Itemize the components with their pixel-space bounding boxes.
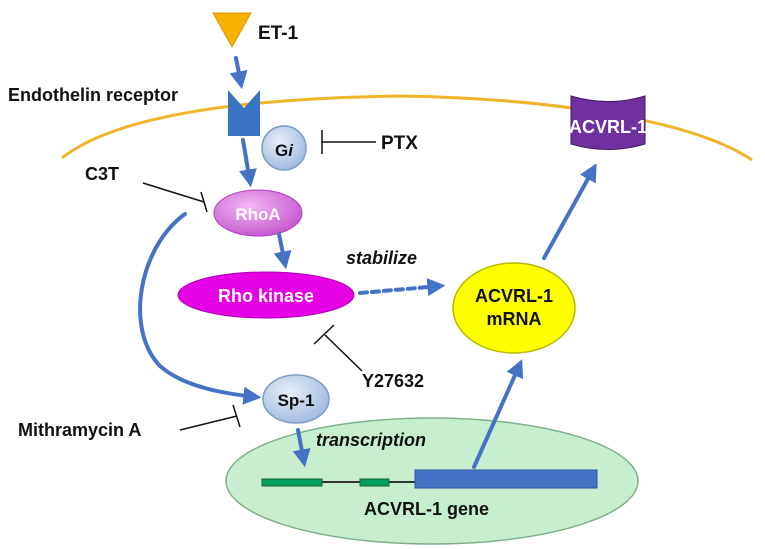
acvrl1-mrna-label-line1: ACVRL-1 xyxy=(475,286,553,306)
y27632-inhibition-line xyxy=(324,334,363,372)
acvrl1-mrna-node xyxy=(452,262,576,354)
arrow-receptor-to-rhoa xyxy=(239,138,257,188)
arrow-et1-to-receptor xyxy=(229,56,248,90)
arrow-mrna-to-protein xyxy=(542,163,597,260)
gi-label: Gi xyxy=(275,141,294,160)
ptx-label: PTX xyxy=(381,133,418,154)
rhoa-node xyxy=(213,189,303,237)
cell-membrane xyxy=(61,94,753,162)
rho-kinase-label: Rho kinase xyxy=(218,286,314,306)
acvrl1-gene-label: ACVRL-1 gene xyxy=(364,499,489,519)
transcription-label: transcription xyxy=(316,430,426,450)
mithramycin-inhibition-line xyxy=(179,415,238,431)
rhoa-label: RhoA xyxy=(235,205,280,224)
mithramycin-label: Mithramycin A xyxy=(18,420,141,440)
et1-triangle-icon xyxy=(212,12,252,49)
gi-label-suffix: i xyxy=(288,141,294,160)
endothelin-receptor-label: Endothelin receptor xyxy=(8,85,178,105)
stabilize-label: stabilize xyxy=(346,248,417,268)
arrow-gene-to-mrna xyxy=(472,359,524,469)
gi-label-prefix: G xyxy=(275,141,288,160)
sp1-node xyxy=(262,374,330,424)
acvrl1-protein-label: ACVRL-1 xyxy=(569,117,647,137)
gene-exon-1 xyxy=(261,478,323,487)
gene-exon-large xyxy=(414,469,598,489)
arrow-rhoa-to-sp1 xyxy=(138,212,262,405)
arrow-sp1-to-gene xyxy=(292,428,311,468)
acvrl1-mrna-label-line2: mRNA xyxy=(486,309,541,329)
y27632-label: Y27632 xyxy=(362,371,424,391)
arrow-rhoa-to-rho-kinase xyxy=(273,232,292,270)
y27632-inhibition-bar xyxy=(313,324,335,345)
acvrl1-protein xyxy=(570,95,646,150)
rho-kinase-node xyxy=(177,271,355,319)
arrow-stabilize-to-mrna xyxy=(358,278,446,297)
gene-exon-2 xyxy=(359,478,390,487)
sp1-label: Sp-1 xyxy=(278,391,315,410)
mithramycin-inhibition-bar xyxy=(232,404,241,428)
gi-protein xyxy=(261,125,307,171)
c3t-inhibition-line xyxy=(142,182,205,203)
et1-label: ET-1 xyxy=(258,23,299,44)
c3t-label: C3T xyxy=(85,164,119,184)
c3t-inhibition-bar xyxy=(200,191,208,213)
endothelin-receptor-icon xyxy=(228,90,260,136)
